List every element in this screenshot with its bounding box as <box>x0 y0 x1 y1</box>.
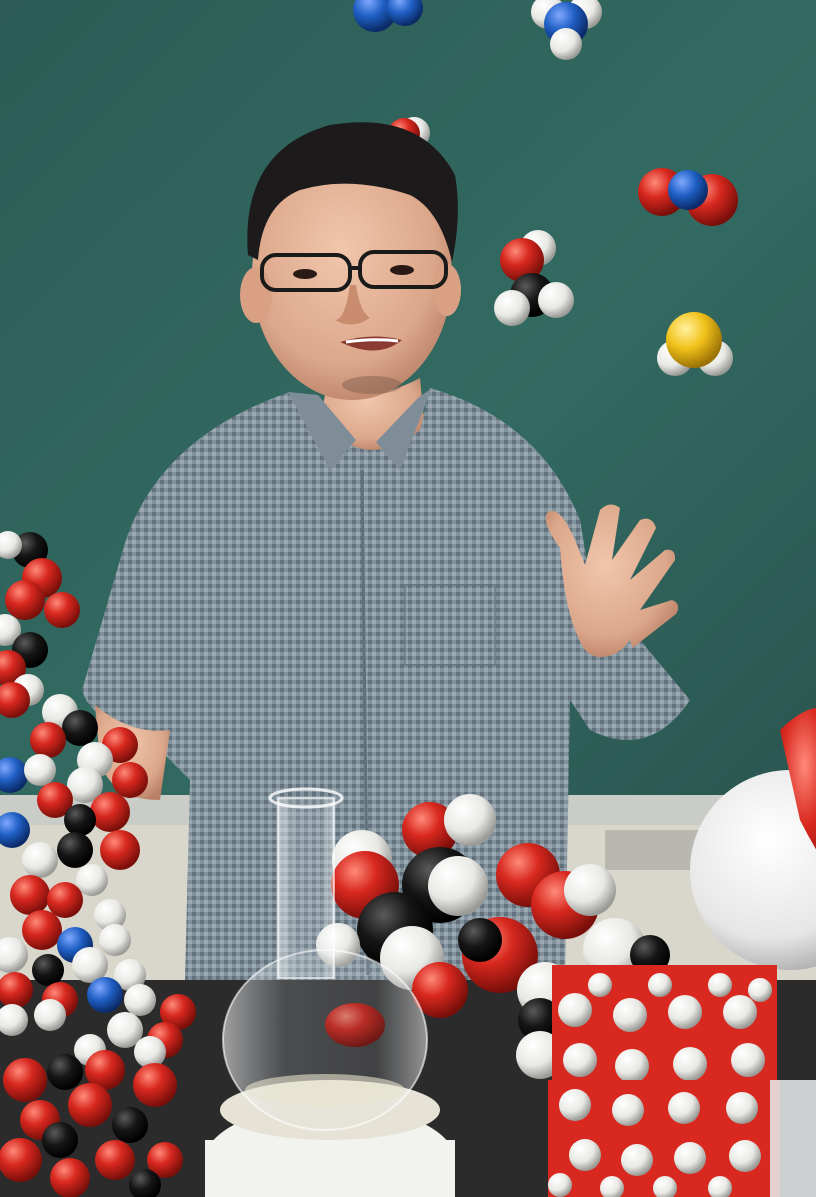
large-atom-model <box>690 707 816 970</box>
round-bottom-flask <box>205 787 455 1197</box>
wall-fixture <box>605 830 700 870</box>
board-molecule-4 <box>638 168 738 226</box>
board-molecule-5 <box>494 230 574 326</box>
left-molecule-model <box>0 531 196 1197</box>
board-molecule-2 <box>531 0 602 60</box>
board-molecule-6 <box>657 312 733 376</box>
lattice-model <box>516 962 816 1197</box>
teacher-figure <box>82 122 690 980</box>
board-molecule-1 <box>353 0 423 32</box>
